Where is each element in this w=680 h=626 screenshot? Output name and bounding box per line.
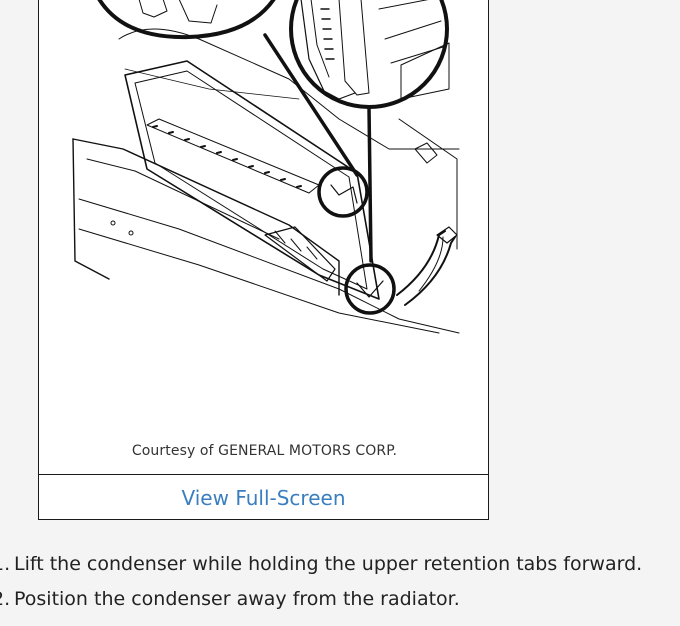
step-number: 2. [0,588,11,610]
step-number: 1. [0,553,11,575]
step-item: 2. Position the condenser away from the … [0,588,680,623]
figure-card: Courtesy of GENERAL MOTORS CORP. View Fu… [38,0,489,520]
step-text: Position the condenser away from the rad… [14,588,460,610]
step-item: 1. Lift the condenser while holding the … [0,553,680,588]
condenser-frame [124,60,380,300]
view-full-screen-link[interactable]: View Full-Screen [181,486,346,510]
detail-callout-left [97,0,276,40]
step-text: Lift the condenser while holding the upp… [14,553,643,575]
figure-caption: Courtesy of GENERAL MOTORS CORP. [131,443,398,459]
procedure-steps: 1. Lift the condenser while holding the … [0,553,680,623]
detail-callout-lower [344,263,396,315]
detail-callout-middle [317,166,369,218]
figure-divider [39,474,488,475]
condenser-diagram [72,0,460,334]
